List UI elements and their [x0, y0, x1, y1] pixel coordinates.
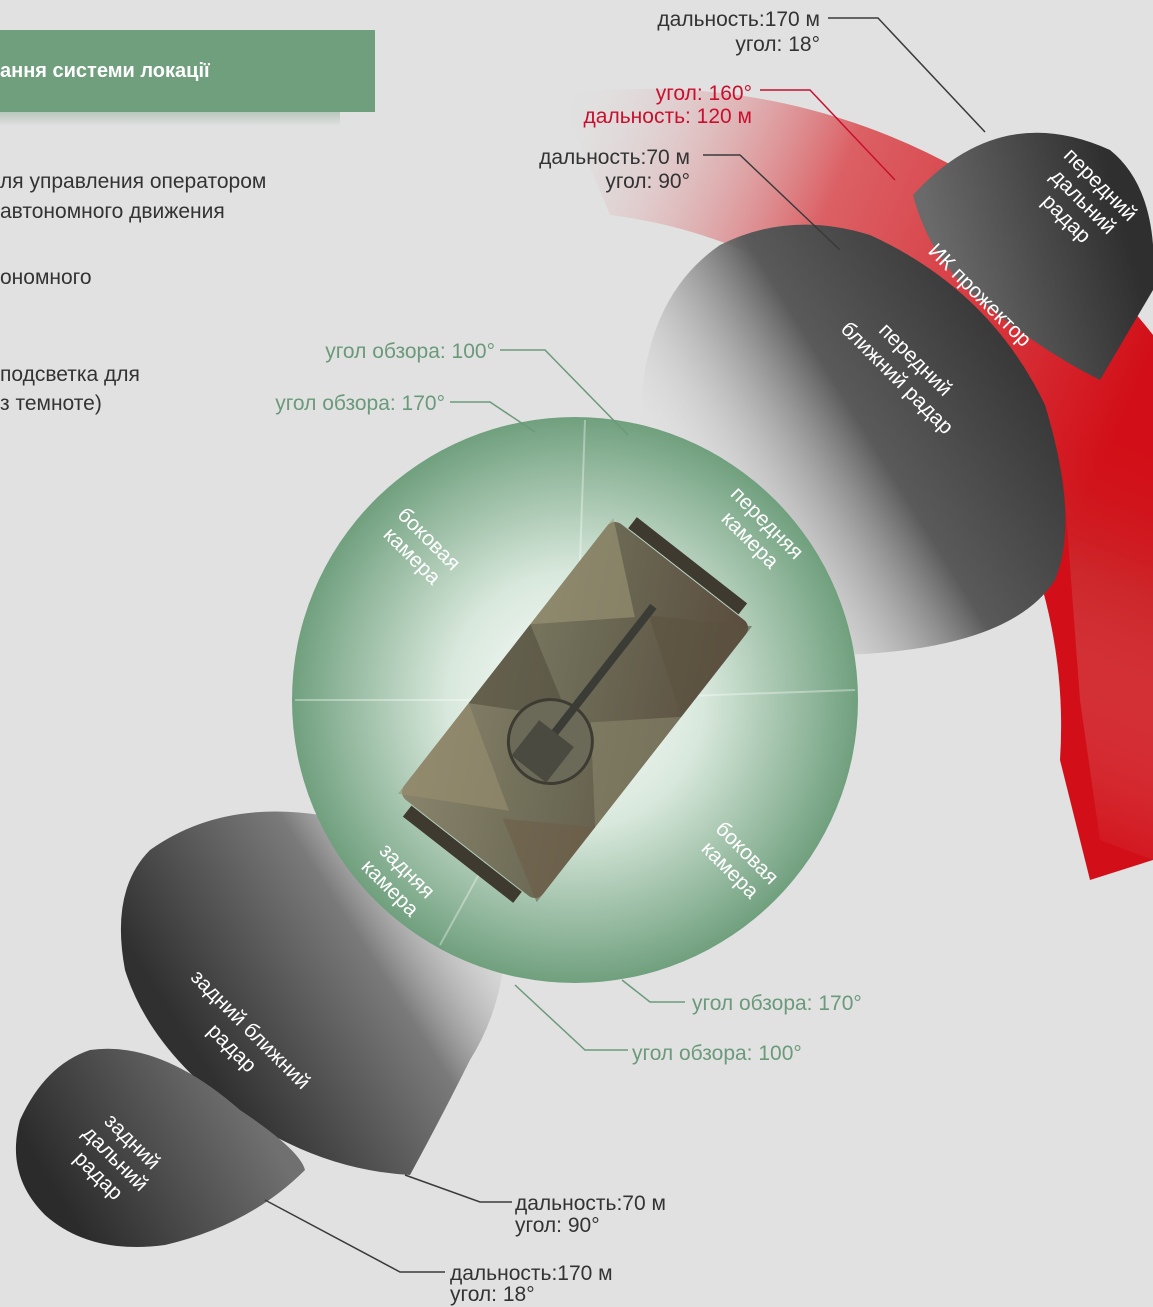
front-long-radar-range: дальность:170 м [657, 8, 820, 31]
intro-line-4: подсветка для [0, 363, 140, 386]
rear-camera-fov: угол обзора: 100° [632, 1042, 802, 1065]
vehicle-image [397, 517, 753, 903]
front-long-radar-angle: угол: 18° [735, 33, 820, 56]
section-banner [0, 30, 375, 112]
rear-long-radar-zone [15, 1048, 306, 1247]
front-short-radar-range: дальность:70 м [539, 146, 690, 169]
leader-lines [264, 17, 986, 1273]
front-short-radar-angle: угол: 90° [605, 170, 690, 193]
side-camera-left-fov: угол обзора: 170° [275, 392, 445, 415]
ir-projector-angle: угол: 160° [656, 82, 752, 105]
rear-long-radar-range: дальность:170 м [450, 1262, 613, 1285]
intro-line-1: ля управления оператором [0, 170, 267, 193]
section-title: ання системи локації [0, 60, 210, 82]
side-camera-right-fov: угол обзора: 170° [692, 992, 862, 1015]
front-camera-fov: угол обзора: 100° [325, 340, 495, 363]
front-long-radar-zone [913, 132, 1153, 380]
rear-short-radar-range: дальность:70 м [515, 1192, 666, 1215]
intro-line-2: автономного движения [0, 200, 225, 223]
intro-line-3: ономного [0, 266, 92, 289]
rear-short-radar-angle: угол: 90° [515, 1214, 600, 1237]
ir-projector-range: дальность: 120 м [584, 105, 752, 128]
banner-shadow [0, 112, 340, 126]
intro-line-5: з темноте) [0, 392, 102, 415]
rear-long-radar-angle: угол: 18° [450, 1283, 535, 1306]
